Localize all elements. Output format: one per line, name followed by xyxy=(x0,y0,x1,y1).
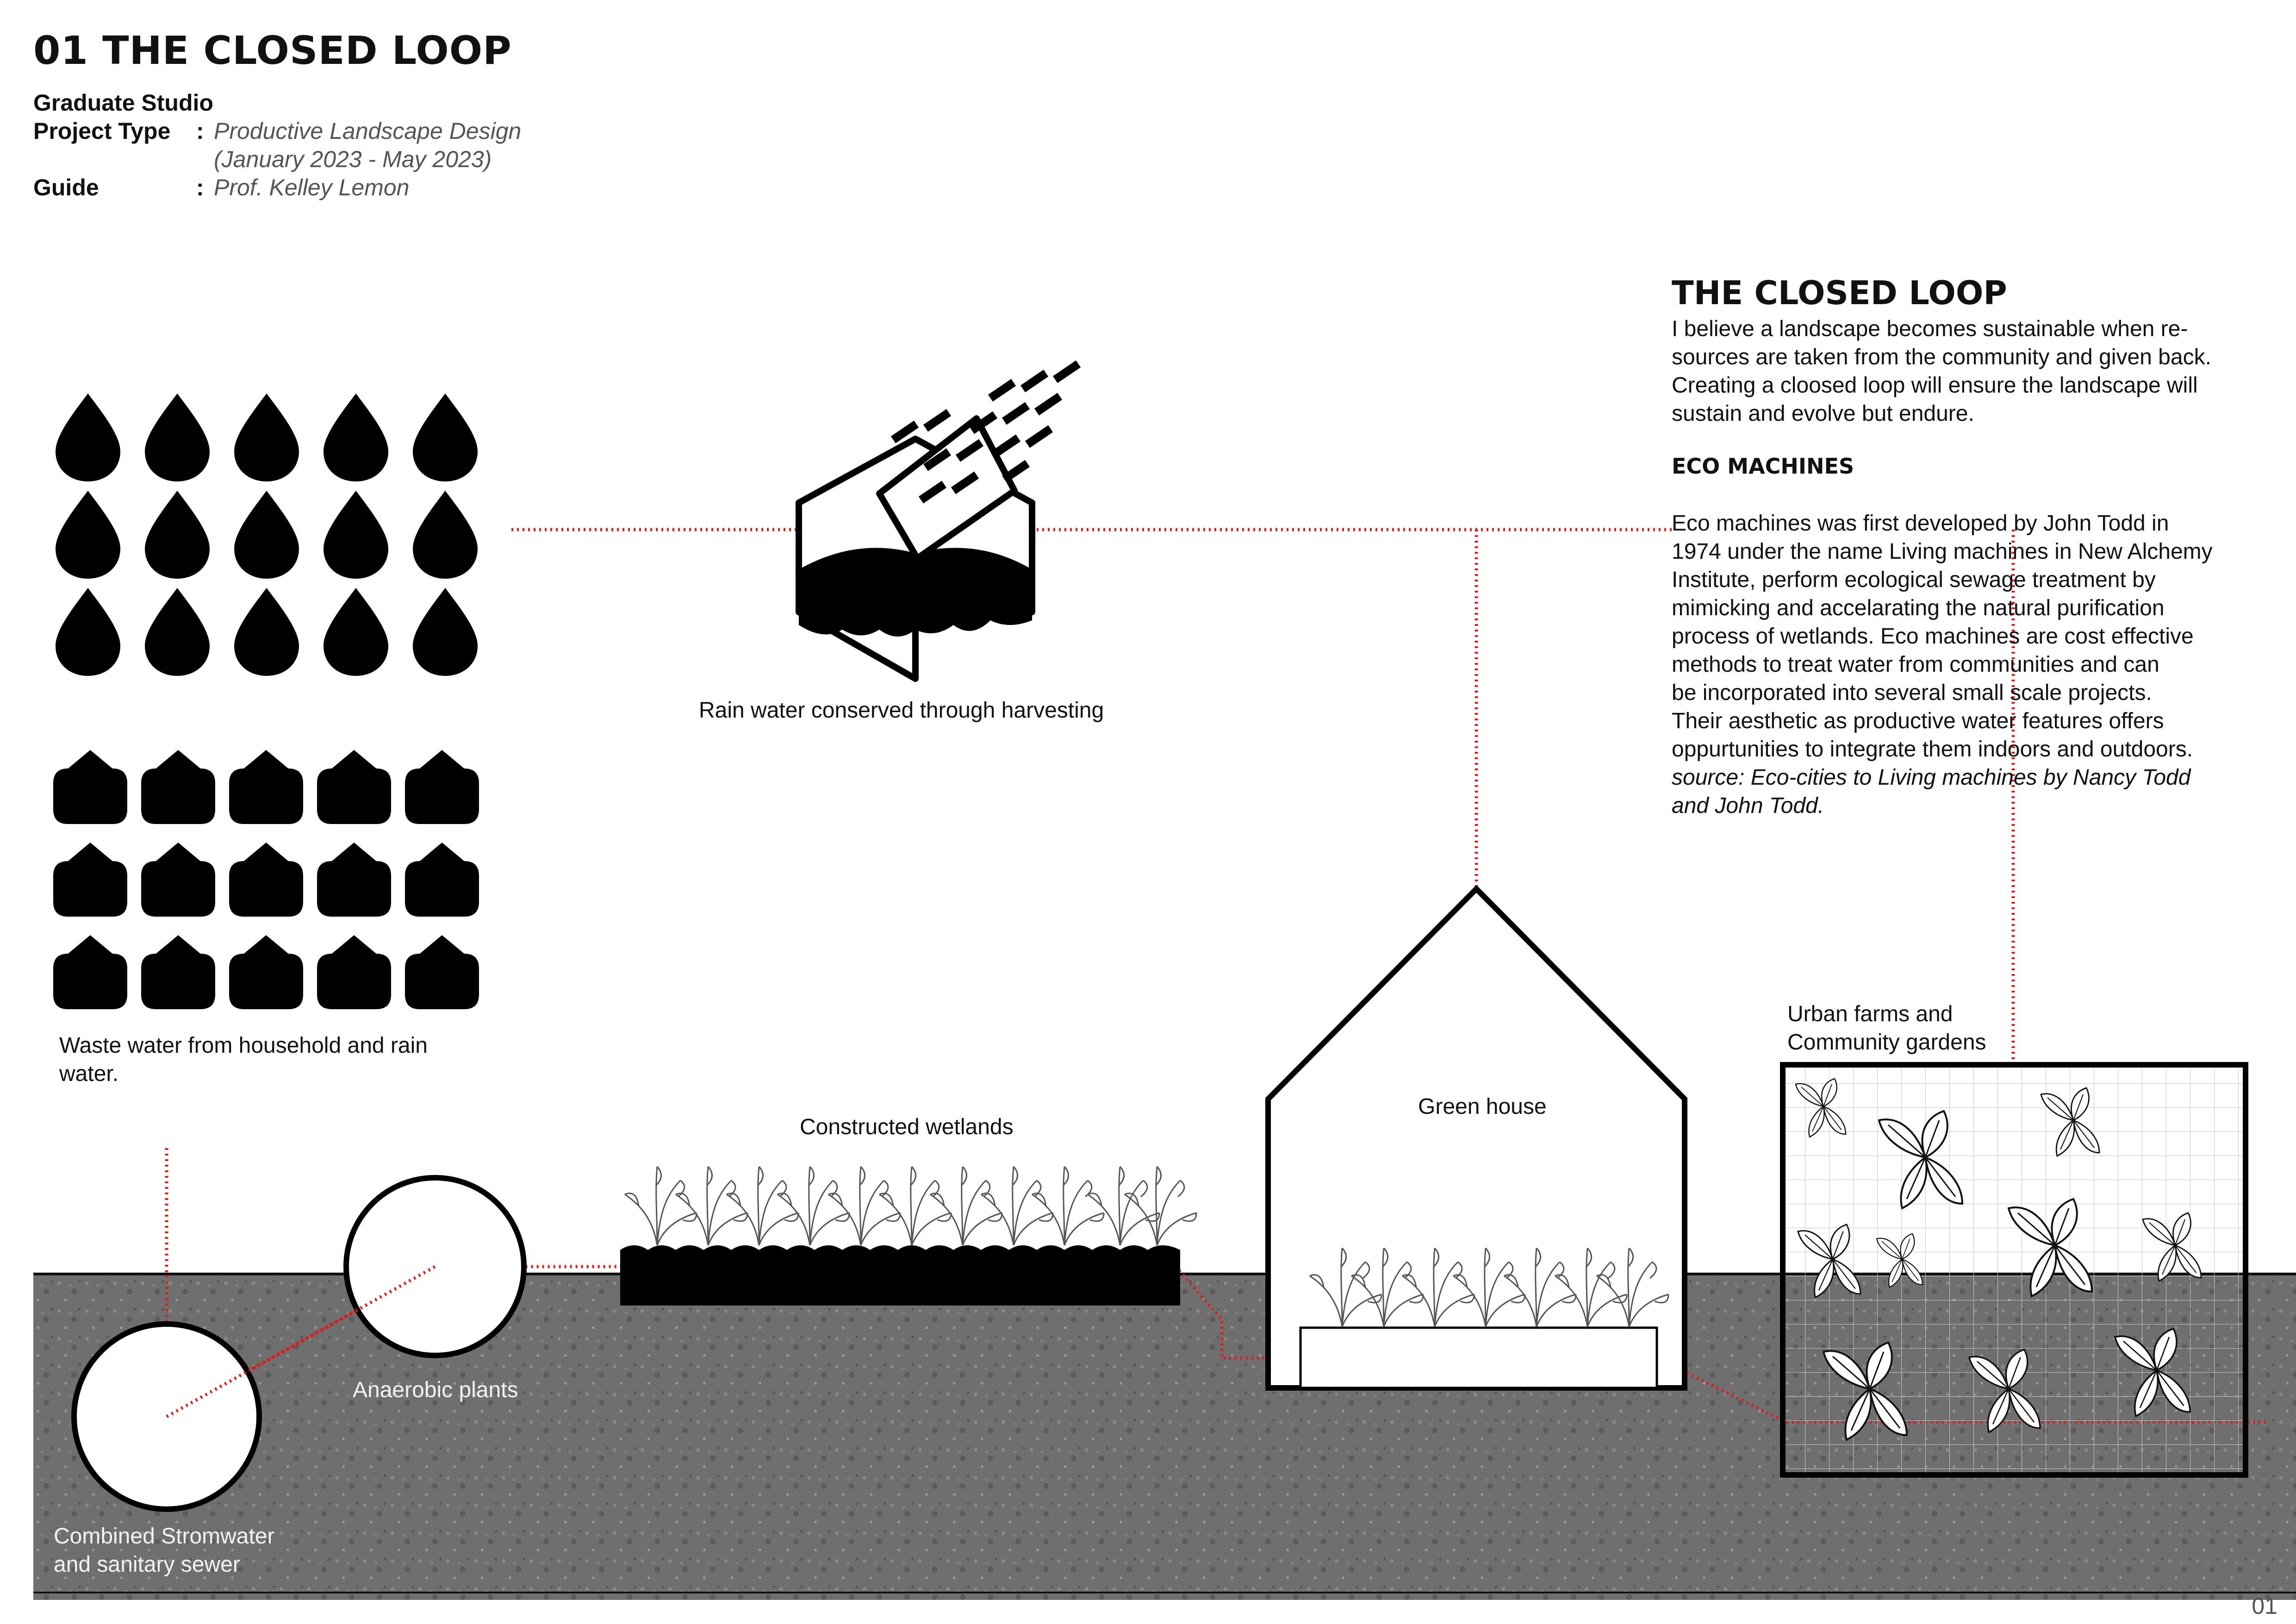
closed-loop-text: I believe a landscape becomes sustainabl… xyxy=(1672,317,2211,426)
project-type-value: Productive Landscape Design xyxy=(214,118,522,144)
guide-separator: : xyxy=(196,175,204,200)
guide-key: Guide xyxy=(33,175,99,200)
water-flow-lines xyxy=(165,528,2268,1424)
rain-harvest-label: Rain water conserved through harvesting xyxy=(699,698,1104,723)
greenhouse-label: Green house xyxy=(1418,1094,1547,1119)
urban-farm-label: Urban farms and Community gardens xyxy=(1787,1002,1986,1055)
eco-source: source: Eco-cities to Living machines by… xyxy=(1672,765,2191,818)
wetlands-label: Constructed wetlands xyxy=(800,1115,1014,1139)
eco-machines-text: Eco machines was first developed by John… xyxy=(1672,509,2269,820)
constructed-wetlands xyxy=(620,1166,1197,1305)
rain-drop-icons xyxy=(56,394,478,676)
household-icons xyxy=(53,750,479,1009)
rain-harvest-icon xyxy=(796,360,1081,682)
project-dates: (January 2023 - May 2023) xyxy=(214,146,492,172)
closed-loop-heading: THE CLOSED LOOP xyxy=(1672,274,2007,312)
project-type-key: Project Type xyxy=(33,118,171,144)
page-number: 01 xyxy=(2252,1593,2277,1619)
studio-label: Graduate Studio xyxy=(33,90,213,116)
sewer-label: Combined Stromwater and sanitary sewer xyxy=(54,1524,275,1577)
greenhouse xyxy=(1265,885,1687,1391)
project-type-separator: : xyxy=(196,118,204,144)
eco-machines-heading: ECO MACHINES xyxy=(1672,454,1854,479)
urban-farm-plot xyxy=(1780,1062,2248,1478)
page-title: 01 THE CLOSED LOOP xyxy=(33,28,512,73)
anaerobic-plants-circle xyxy=(343,1175,527,1358)
guide-value: Prof. Kelley Lemon xyxy=(214,175,410,200)
anaerobic-plants-label: Anaerobic plants xyxy=(353,1378,518,1402)
waste-water-label: Waste water from household and rain wate… xyxy=(59,1033,428,1086)
